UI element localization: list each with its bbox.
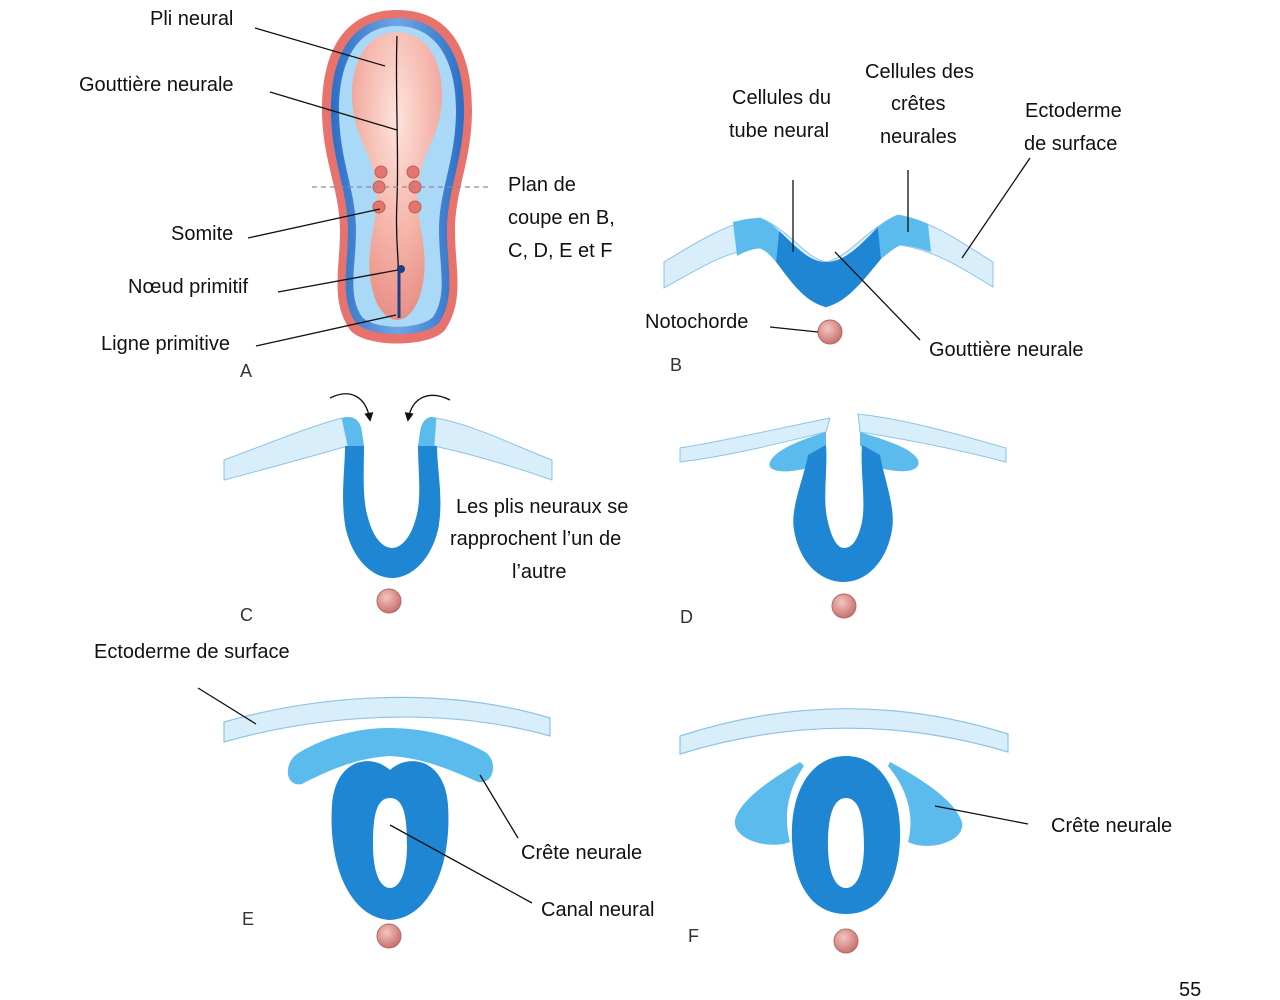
f-surface-ectoderm — [679, 708, 1009, 755]
label-notochorde: Notochorde — [645, 311, 748, 333]
e-notochord — [376, 923, 402, 949]
e-neural-tube — [331, 761, 449, 920]
f-neural-crest-right — [888, 762, 963, 846]
f-neural-crest-left — [734, 762, 804, 845]
label-ligne-primitive: Ligne primitive — [101, 333, 230, 355]
label-plan-de-coupe-1: Plan de — [508, 174, 576, 196]
panel-letter-f: F — [688, 926, 699, 946]
b-neural-crest-right — [878, 215, 931, 259]
label-plis-line3: l’autre — [512, 561, 566, 583]
b-neural-crest-left — [733, 218, 779, 262]
label-cretes: crêtes — [891, 93, 945, 115]
f-leader-crete — [934, 805, 1029, 825]
label-pli-neural: Pli neural — [150, 8, 233, 30]
label-canal-neural: Canal neural — [541, 899, 654, 921]
panel-e-leaders — [197, 687, 533, 904]
c-arrow-right — [404, 394, 451, 422]
label-noeud-primitif: Nœud primitif — [128, 276, 248, 298]
label-crete-neurale-e: Crête neurale — [521, 842, 642, 864]
panel-e-section — [223, 696, 551, 949]
c-arrow-left — [329, 393, 374, 422]
label-crete-neurale-f: Crête neurale — [1051, 815, 1172, 837]
panel-letter-a: A — [240, 361, 252, 381]
panel-letter-c: C — [240, 605, 253, 625]
label-de-surface-b: de surface — [1024, 133, 1117, 155]
panel-d-section — [679, 413, 1007, 619]
panel-f-section — [679, 708, 1009, 954]
label-plan-de-coupe-2: coupe en B, — [508, 207, 615, 229]
somites — [372, 165, 422, 214]
f-neural-tube — [791, 756, 901, 914]
label-gouttiere-neurale-a: Gouttière neurale — [79, 74, 234, 96]
panel-a-embryo — [312, 10, 490, 344]
panel-c-section — [223, 393, 553, 614]
c-crest-left — [342, 416, 364, 446]
primitive-node — [397, 265, 405, 273]
label-ectoderme-b: Ectoderme — [1025, 100, 1122, 122]
c-surface-right — [433, 417, 553, 481]
panel-letter-b: B — [670, 355, 682, 375]
b-notochord — [817, 319, 843, 345]
label-cellules-du: Cellules du — [732, 87, 831, 109]
panel-b-section — [663, 214, 994, 345]
e-surface-ectoderm — [223, 696, 551, 743]
page-number: 55 — [1179, 979, 1201, 1000]
d-neural-fold-u — [793, 445, 893, 582]
c-crest-right — [418, 416, 436, 446]
label-gouttiere-neurale-b: Gouttière neurale — [929, 339, 1084, 361]
b-neural-plate — [776, 227, 881, 307]
label-cellules-des: Cellules des — [865, 61, 974, 83]
f-notochord — [833, 928, 859, 954]
label-ectoderme-de-surface-e: Ectoderme de surface — [94, 641, 290, 663]
label-somite: Somite — [171, 223, 233, 245]
label-plis-line2: rapprochent l’un de — [450, 528, 621, 550]
label-plan-de-coupe-3: C, D, E et F — [508, 240, 612, 262]
panel-b-leaders — [769, 157, 1031, 341]
d-surface-right — [857, 413, 1007, 463]
panel-letter-d: D — [680, 607, 693, 627]
panel-a-leaders — [247, 27, 399, 347]
d-notochord — [831, 593, 857, 619]
panel-letter-e: E — [242, 909, 254, 929]
label-plis-line1: Les plis neuraux se — [456, 496, 628, 518]
c-notochord — [376, 588, 402, 614]
neural-groove — [395, 35, 399, 269]
label-neurales: neurales — [880, 126, 957, 148]
label-tube-neural: tube neural — [729, 120, 829, 142]
e-neural-crest-band — [287, 728, 494, 785]
c-surface-left — [223, 417, 349, 481]
c-neural-fold-u — [343, 446, 441, 578]
